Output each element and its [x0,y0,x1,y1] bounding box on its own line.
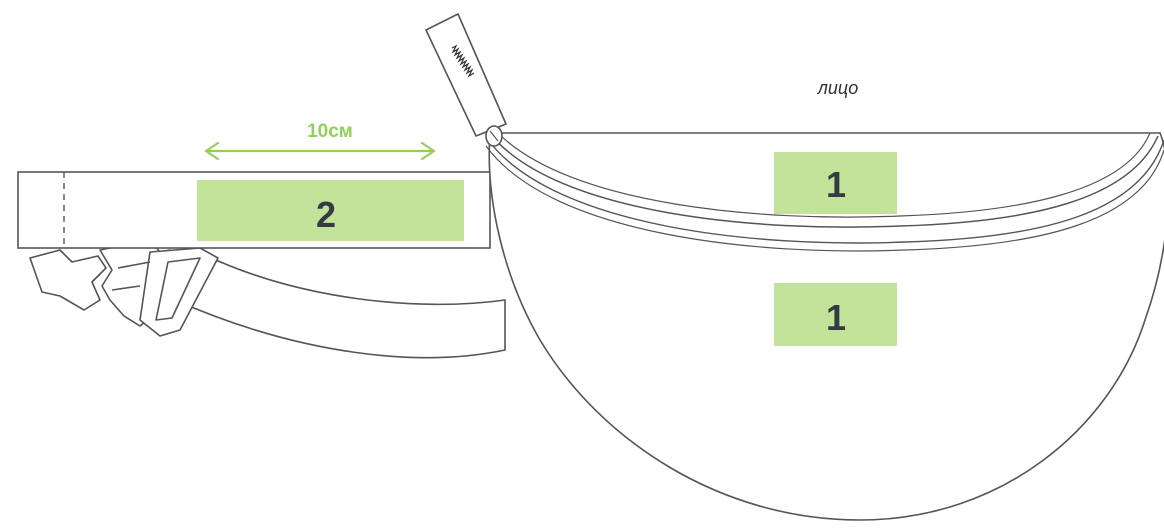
side-label: лицо [817,78,858,98]
zone-number: 1 [826,297,846,338]
measurement-label: 10см [307,121,353,142]
zone-number: 2 [316,194,336,235]
buckle-icon [29,239,219,337]
zipper-pull-icon [425,13,507,147]
zone-strap: 2 [197,180,464,241]
zone-front-upper: 1 [774,152,897,214]
zone-front-lower: 1 [774,283,897,346]
waist-strap-back [173,253,506,359]
zone-number: 1 [826,164,846,205]
measurement-arrow [204,141,436,161]
